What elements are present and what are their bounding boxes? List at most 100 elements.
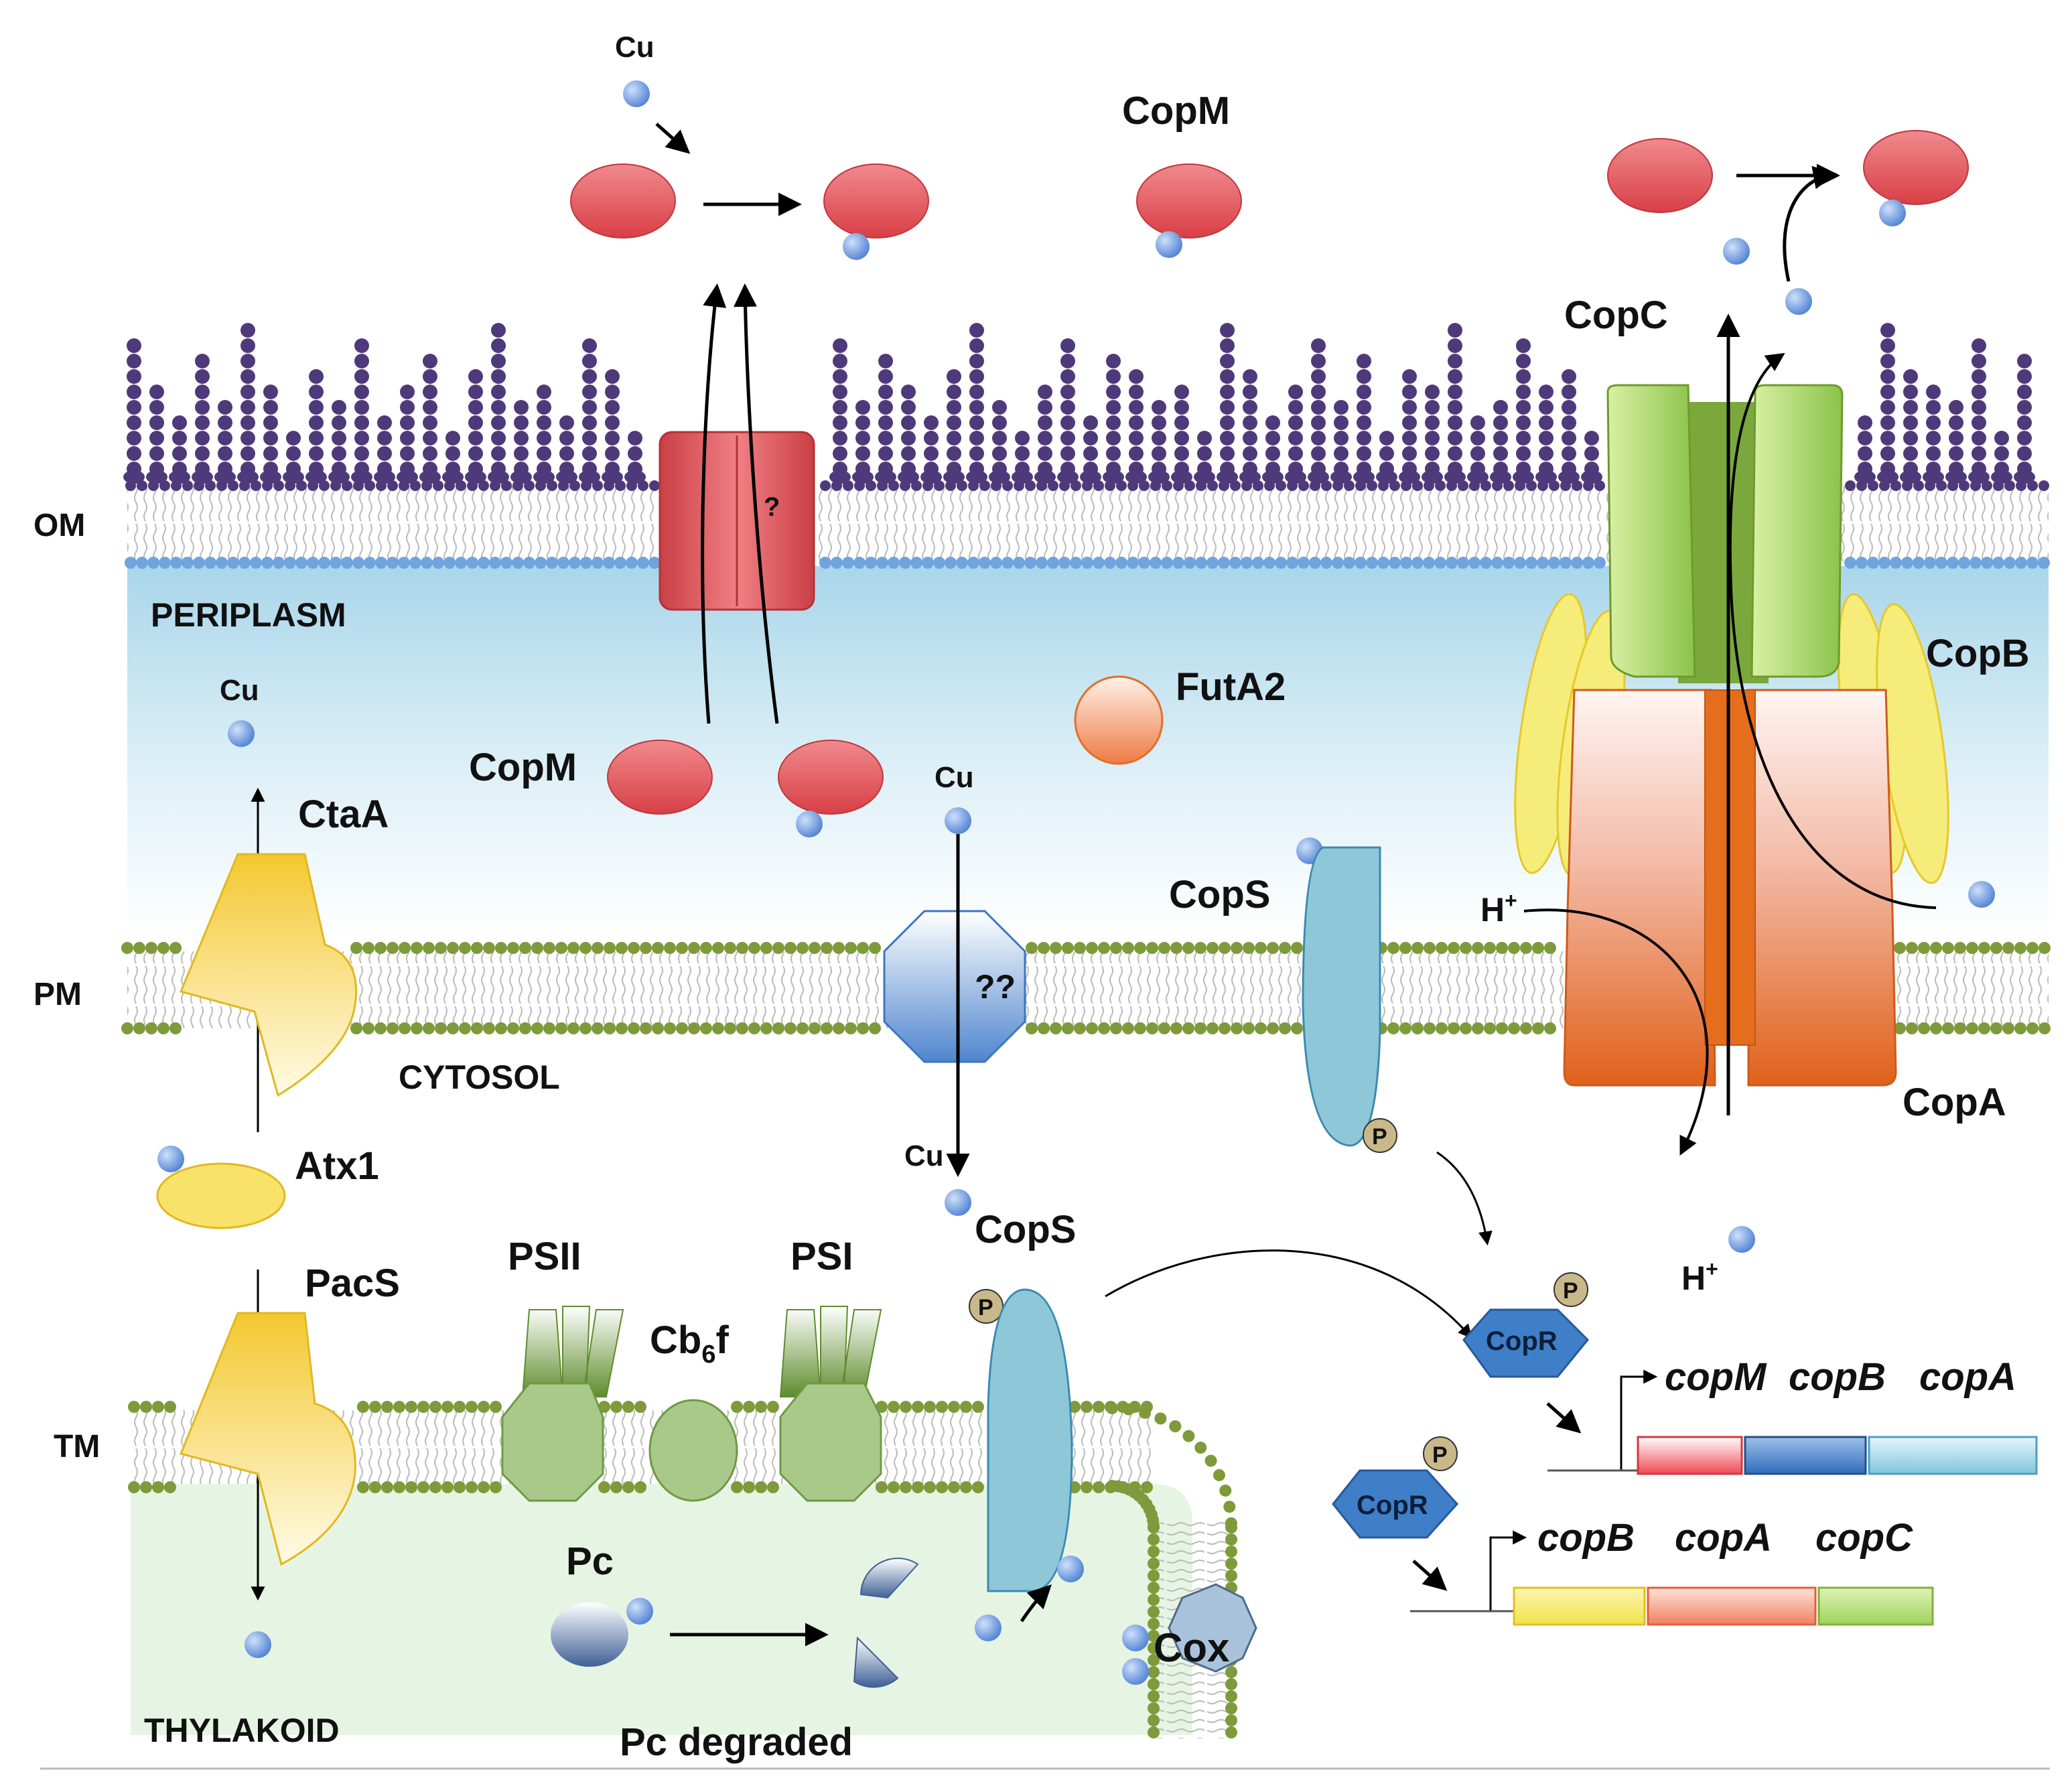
- lipid-head: [478, 480, 489, 491]
- lps-sugar: [1288, 446, 1303, 461]
- cox-label: Cox: [1154, 1625, 1229, 1670]
- lps-sugar: [1265, 431, 1280, 446]
- lipid-head: [1141, 1481, 1153, 1493]
- lps-core: [989, 470, 1010, 484]
- operon-copbac: copB copA copC: [1410, 1516, 1934, 1626]
- lps-sugar: [377, 446, 392, 461]
- lps-core: [146, 470, 167, 484]
- gene-label-copb-op2: copB: [1537, 1516, 1635, 1560]
- lps-sugar: [1470, 446, 1485, 461]
- gene-label-copa-op2: copA: [1675, 1516, 1772, 1560]
- lps-sugar: [1288, 415, 1303, 430]
- lipid-head: [507, 942, 519, 954]
- lps-sugar: [423, 400, 437, 415]
- lipid-head: [164, 1401, 176, 1413]
- gene-label-copa-op1: copA: [1919, 1355, 2016, 1399]
- psi-label: PSI: [790, 1235, 853, 1278]
- lps-sugar: [992, 415, 1007, 430]
- lipid-head: [1321, 480, 1332, 491]
- lipid-head: [638, 480, 648, 491]
- lipid-head: [1225, 1702, 1237, 1714]
- lps-sugar: [127, 431, 141, 446]
- lipid-head: [1424, 1022, 1436, 1034]
- lipid-head: [381, 1401, 393, 1413]
- lipid-head: [979, 480, 990, 491]
- lps-sugar: [878, 431, 893, 446]
- lps-sugar: [240, 369, 255, 384]
- lps-core: [1262, 470, 1284, 484]
- cu-on-copm-far-right: [1879, 200, 1906, 226]
- lipid-head: [466, 1401, 478, 1413]
- lps-core: [1012, 470, 1033, 484]
- lipid-head: [712, 1022, 724, 1034]
- lps-sugar: [1516, 354, 1531, 368]
- copm-bound-periplasm: [778, 740, 884, 815]
- lipid-head: [1068, 1401, 1081, 1413]
- lps-sugar: [833, 369, 847, 384]
- lipid-head: [1508, 942, 1520, 954]
- lipid-head: [990, 557, 1002, 569]
- lipid-head: [399, 1022, 411, 1034]
- thylakoid-lumen: [131, 1484, 1192, 1735]
- lps-sugar: [423, 385, 437, 399]
- lipid-head: [1038, 1022, 1050, 1034]
- cu-on-cox-2: [1122, 1658, 1149, 1685]
- lps-sugar: [1448, 323, 1462, 338]
- pm-head-row-bottom: [121, 1022, 2051, 1034]
- lps-sugar: [1880, 400, 1895, 415]
- lipid-head: [772, 942, 784, 954]
- lipid-head: [1901, 557, 1913, 569]
- lipid-head: [459, 942, 471, 954]
- lps-sugar: [1106, 415, 1121, 430]
- lps-core: [1308, 470, 1329, 484]
- lps-core: [397, 470, 418, 484]
- lps-sugar: [354, 354, 369, 368]
- lipid-head: [1309, 557, 1321, 569]
- lipid-head: [2004, 480, 2015, 491]
- lipid-head: [362, 942, 374, 954]
- ctaa-label: CtaA: [298, 793, 389, 836]
- lipid-head: [1038, 942, 1050, 954]
- lps-sugar: [901, 400, 916, 415]
- lps-sugar: [1448, 415, 1462, 430]
- lipid-head: [1279, 1022, 1291, 1034]
- lps-sugar: [901, 415, 916, 430]
- lipid-head: [519, 1022, 531, 1034]
- lps-sugar: [1903, 385, 1918, 399]
- lps-core: [1945, 470, 1967, 484]
- lps-sugar: [240, 385, 255, 399]
- lps-sugar: [1060, 338, 1075, 353]
- lps-sugar: [537, 431, 551, 446]
- lipid-head: [845, 942, 857, 954]
- lps-sugar: [1129, 385, 1144, 399]
- lps-sugar: [878, 354, 893, 368]
- lps-sugar: [1926, 446, 1941, 461]
- cu-ion-periplasm: [228, 720, 255, 747]
- lipid-head: [429, 1481, 441, 1493]
- lps-sugar: [1060, 446, 1075, 461]
- lps-sugar: [1152, 415, 1166, 430]
- pc-label: Pc: [566, 1539, 614, 1583]
- lipid-head: [648, 557, 661, 569]
- lipid-head: [495, 1022, 507, 1034]
- lps-sugar: [423, 446, 437, 461]
- lipid-head: [579, 1022, 592, 1034]
- lps-sugar: [423, 369, 437, 384]
- lps-core: [1330, 470, 1352, 484]
- lps-sugar: [582, 400, 597, 415]
- lps-sugar: [423, 431, 437, 446]
- lipid-head: [387, 1022, 399, 1034]
- lipid-head: [700, 1022, 712, 1034]
- lipid-head: [483, 942, 495, 954]
- lipid-head: [1150, 557, 1162, 569]
- lipid-head: [900, 1481, 912, 1493]
- lipid-head: [157, 1022, 169, 1034]
- lipid-head: [128, 1481, 140, 1493]
- lps-sugar: [195, 431, 210, 446]
- lipid-head: [1918, 1022, 1930, 1034]
- lipid-head: [912, 1401, 924, 1413]
- lps-sugar: [1903, 446, 1918, 461]
- cu-ion-pm: [945, 807, 971, 834]
- lipid-head: [417, 1481, 429, 1493]
- gene-bar-copm-op1: [1637, 1436, 1743, 1475]
